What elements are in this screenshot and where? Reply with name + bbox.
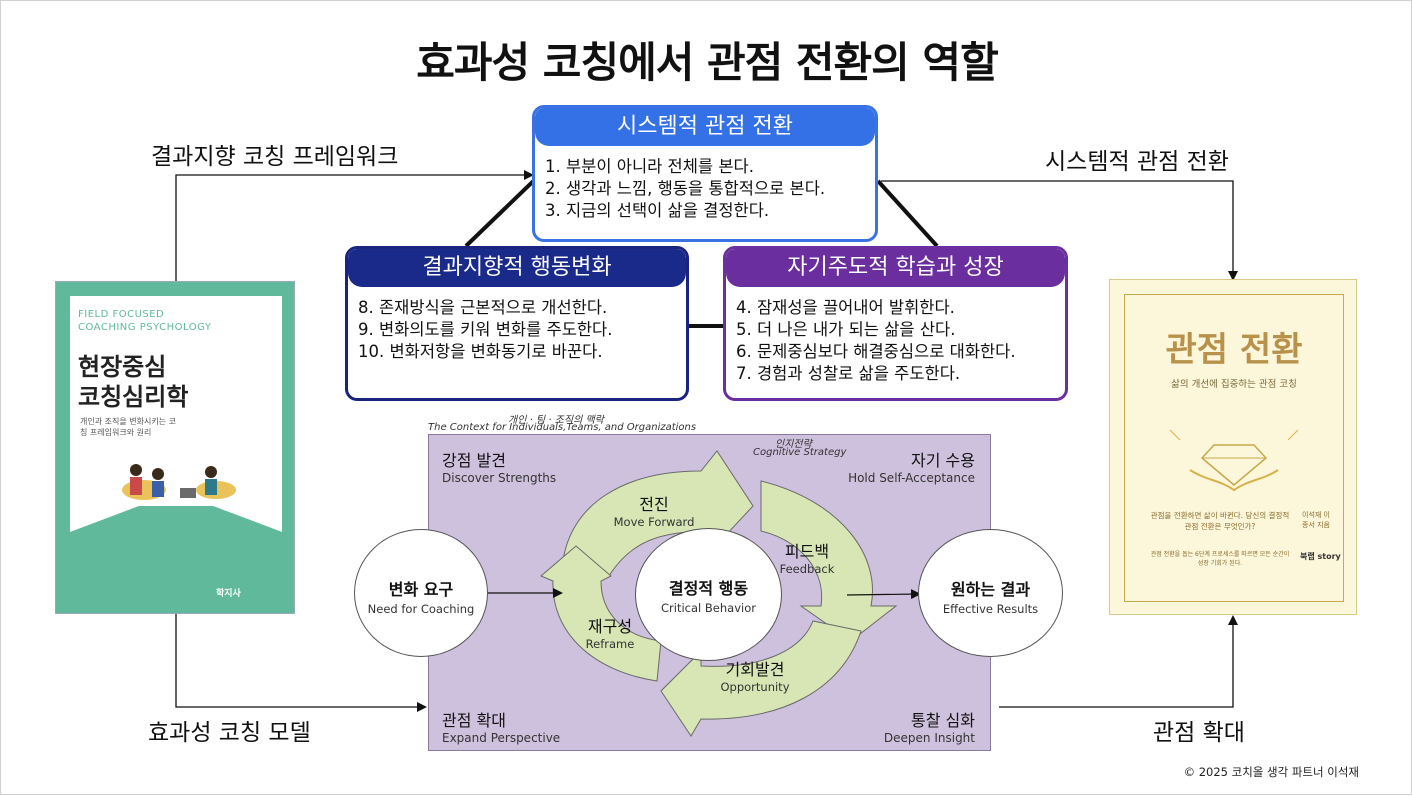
cognitive-strategy-ko: 인지전략 bbox=[775, 439, 812, 450]
context-label-en: The Context for Individuals,Teams, and O… bbox=[428, 422, 697, 433]
box-item: 1. 부분이 아니라 전체를 본다. bbox=[545, 157, 754, 176]
cycle-segment-reframe bbox=[540, 545, 662, 682]
step-feedback: 피드백 Feedback bbox=[773, 538, 841, 576]
corner-subtitle: Discover Strengths bbox=[442, 471, 557, 485]
result-behavior-change-box: 결과지향적 행동변화 8. 존재방식을 근본적으로 개선한다. 9. 변화의도를… bbox=[345, 246, 689, 401]
cognitive-strategy-en: Cognitive Strategy bbox=[753, 447, 847, 458]
corner-title: 관점 확대 bbox=[442, 711, 506, 730]
book-publisher: 학지사 bbox=[216, 589, 241, 599]
book-title-line: 코칭심리학 bbox=[78, 383, 189, 411]
book-publisher: 북랩 story bbox=[1300, 552, 1341, 561]
box-title: 결과지향적 행동변화 bbox=[348, 249, 686, 287]
circle-subtitle: Critical Behavior bbox=[661, 601, 756, 615]
corner-self-acceptance: 자기 수용 Hold Self-Acceptance bbox=[841, 447, 975, 485]
book-subtitle: 개인과 조직을 변화시키는 코칭 프레임워크와 원리 bbox=[80, 417, 176, 437]
arrow-systemic-to-book bbox=[881, 180, 1238, 281]
copyright-text: © 2025 코치올 생각 파트너 이석재 bbox=[1183, 765, 1359, 779]
box-item: 5. 더 나은 내가 되는 삶을 산다. bbox=[736, 320, 956, 339]
cycle-segment-opportunity bbox=[660, 620, 862, 737]
corner-expand-perspective: 관점 확대 Expand Perspective bbox=[442, 707, 560, 745]
box-title: 자기주도적 학습과 성장 bbox=[726, 249, 1065, 287]
book-description: 관점을 전환하면 삶이 바뀐다. 당신의 결정적 관점 전환은 무엇인가? bbox=[1150, 511, 1290, 531]
arrow-book-to-systemic bbox=[175, 170, 534, 281]
flow-label-top-right: 시스템적 관점 전환 bbox=[1045, 149, 1229, 175]
book-korean-title: 현장중심 코칭심리학 bbox=[78, 352, 188, 412]
flow-label-bottom-right: 관점 확대 bbox=[1153, 720, 1245, 746]
book-author: 이석재 이종서 지음 bbox=[1302, 511, 1330, 529]
book-illustration bbox=[70, 464, 282, 532]
book-cover-panel bbox=[70, 296, 282, 506]
cycle-segment-forward bbox=[562, 450, 754, 577]
book-frame bbox=[1124, 294, 1344, 602]
step-subtitle: Feedback bbox=[779, 562, 835, 576]
self-directed-learning-box: 자기주도적 학습과 성장 4. 잠재성을 끌어내어 발휘한다. 5. 더 나은 … bbox=[723, 246, 1068, 401]
corner-deepen-insight: 통찰 심화 Deepen Insight bbox=[861, 707, 975, 745]
corner-title: 통찰 심화 bbox=[911, 711, 975, 730]
circle-subtitle: Need for Coaching bbox=[367, 602, 475, 616]
step-reframe: 재구성 Reframe bbox=[579, 613, 641, 651]
corner-subtitle: Deepen Insight bbox=[883, 731, 975, 745]
book-english-line: FIELD FOCUSED bbox=[78, 309, 165, 320]
box-item: 10. 변화저항을 변화동기로 바꾼다. bbox=[358, 342, 603, 361]
arrow-output bbox=[846, 589, 921, 600]
page-title: 효과성 코칭에서 관점 전환의 역할 bbox=[416, 38, 998, 87]
book-subtitle: 삶의 개선에 집중하는 관점 코칭 bbox=[1171, 379, 1297, 390]
step-subtitle: Opportunity bbox=[720, 680, 790, 694]
box-item: 8. 존재방식을 근본적으로 개선한다. bbox=[358, 298, 608, 317]
step-title: 재구성 bbox=[587, 617, 633, 636]
circle-title: 결정적 행동 bbox=[668, 579, 749, 598]
book-title: 관점 전환 bbox=[1165, 330, 1303, 370]
book-title-line: 현장중심 bbox=[78, 353, 167, 381]
book-description-secondary: 관점 전환을 돕는 6단계 프로세스를 따르면 모든 순간이 성장 기회가 된다… bbox=[1150, 551, 1290, 567]
arrow-model-to-book bbox=[999, 615, 1238, 708]
cycle-segment-feedback bbox=[760, 480, 898, 642]
flow-label-top-left: 결과지향 코칭 프레임워크 bbox=[151, 144, 399, 170]
link-systemic-self bbox=[876, 179, 939, 248]
step-title: 전진 bbox=[639, 495, 669, 514]
flow-label-bottom-left: 효과성 코칭 모델 bbox=[148, 720, 311, 746]
corner-title: 자기 수용 bbox=[911, 451, 975, 470]
box-item: 2. 생각과 느낌, 행동을 통합적으로 본다. bbox=[545, 179, 826, 198]
book-cover-field-coaching-psychology: FIELD FOCUSED COACHING PSYCHOLOGY 현장중심 코… bbox=[55, 281, 295, 614]
step-opportunity: 기회발견 Opportunity bbox=[709, 656, 801, 694]
circle-effective-results: 원하는 결과 Effective Results bbox=[918, 529, 1063, 657]
step-subtitle: Reframe bbox=[585, 637, 635, 651]
box-item: 4. 잠재성을 끌어내어 발휘한다. bbox=[736, 298, 955, 317]
step-subtitle: Move Forward bbox=[613, 515, 695, 529]
box-item: 3. 지금의 선택이 삶을 결정한다. bbox=[545, 201, 770, 220]
circle-subtitle: Effective Results bbox=[942, 602, 1039, 616]
arrow-book-to-model bbox=[175, 614, 427, 712]
step-title: 피드백 bbox=[784, 542, 830, 561]
systemic-perspective-box: 시스템적 관점 전환 1. 부분이 아니라 전체를 본다. 2. 생각과 느낌,… bbox=[532, 105, 878, 242]
step-title: 기회발견 bbox=[725, 660, 785, 679]
circle-critical-behavior: 결정적 행동 Critical Behavior bbox=[635, 528, 782, 661]
circle-need-for-coaching: 변화 요구 Need for Coaching bbox=[354, 529, 488, 657]
book-english-line: COACHING PSYCHOLOGY bbox=[78, 322, 212, 333]
diamond-illustration bbox=[1169, 429, 1299, 492]
circle-title: 변화 요구 bbox=[388, 580, 454, 599]
box-item: 6. 문제중심보다 해결중심으로 대화한다. bbox=[736, 342, 1016, 361]
book-english-title: FIELD FOCUSED COACHING PSYCHOLOGY bbox=[78, 308, 211, 334]
corner-subtitle: Expand Perspective bbox=[442, 731, 561, 745]
corner-subtitle: Hold Self-Acceptance bbox=[848, 471, 975, 485]
corner-title: 강점 발견 bbox=[442, 451, 506, 470]
box-title: 시스템적 관점 전환 bbox=[535, 108, 875, 146]
context-label-ko: 개인 · 팀 · 조직의 맥락 bbox=[508, 415, 604, 426]
corner-discover-strengths: 강점 발견 Discover Strengths bbox=[442, 447, 556, 485]
box-item: 7. 경험과 성찰로 삶을 주도한다. bbox=[736, 364, 961, 383]
book-cover-perspective-shift: 관점 전환 삶의 개선에 집중하는 관점 코칭 관점을 전환하면 삶이 바뀐다.… bbox=[1109, 279, 1357, 615]
box-item: 9. 변화의도를 키워 변화를 주도한다. bbox=[358, 320, 613, 339]
circle-title: 원하는 결과 bbox=[950, 580, 1031, 599]
step-move-forward: 전진 Move Forward bbox=[601, 491, 707, 529]
